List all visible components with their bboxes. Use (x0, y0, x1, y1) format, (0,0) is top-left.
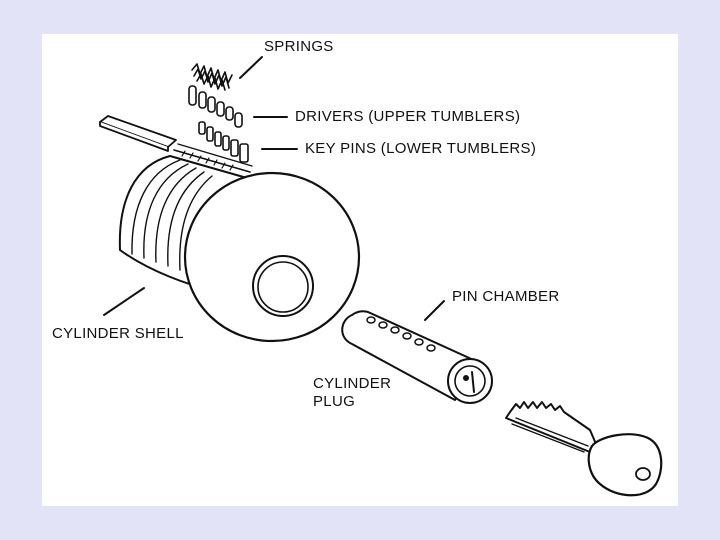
key-illustration (505, 401, 663, 497)
cylinder-plug-illustration (341, 310, 493, 404)
cylinder-plug-label-line1: CYLINDER (313, 375, 392, 392)
key-pins-label: KEY PINS (LOWER TUMBLERS) (305, 140, 537, 157)
cylinder-shell-leader-line (103, 287, 145, 316)
pin-chamber-leader-line (424, 300, 445, 321)
pin-chamber-label: PIN CHAMBER (452, 288, 560, 305)
springs-leader-line (239, 56, 263, 79)
cylinder-plug-label-line2: PLUG (313, 393, 356, 410)
key-pins-illustration (198, 121, 249, 163)
springs-illustration (191, 63, 233, 91)
drivers-illustration (188, 85, 243, 128)
leader-lines (103, 56, 445, 321)
cylinder-shell-illustration (118, 143, 361, 343)
tailpiece-illustration (99, 115, 177, 152)
cylinder-shell-label: CYLINDER SHELL (52, 325, 184, 342)
springs-label: SPRINGS (264, 38, 334, 55)
shell-face (183, 171, 361, 343)
drivers-label: DRIVERS (UPPER TUMBLERS) (295, 108, 521, 125)
